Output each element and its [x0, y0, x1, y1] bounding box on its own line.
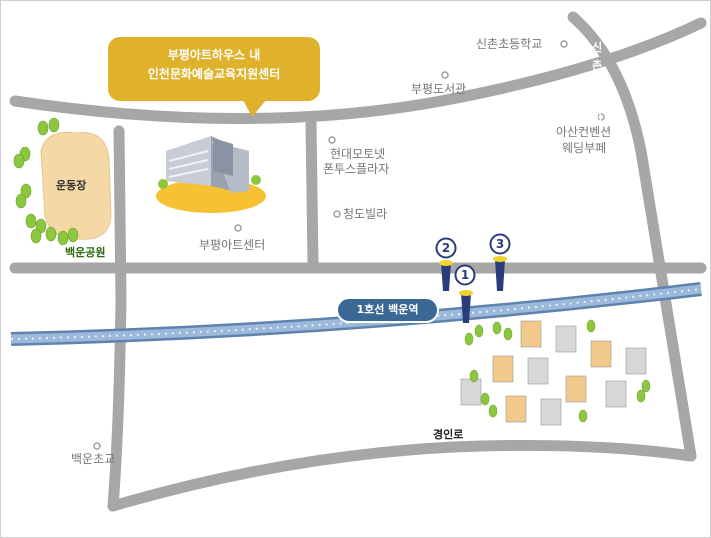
station-name: 1호선 백운역 — [356, 303, 419, 316]
callout-bubble: 부평아트하우스 내 인천문화예술교육지원센터 — [108, 37, 320, 117]
gyeongin-ro-label: 경인로 — [433, 428, 464, 441]
exit-3-number: 3 — [495, 237, 505, 251]
road-sinchon — [567, 11, 697, 462]
road-left-vertical — [107, 125, 127, 512]
road-top-curve — [9, 17, 707, 124]
library-label: 부평도서관 — [411, 82, 467, 96]
asan-label-2: 웨딩부페 — [562, 141, 607, 155]
road-gyeongin — [107, 439, 697, 512]
sinchon-intersection-label: 신 촌 사 거 리 — [590, 39, 604, 129]
exit-1-number: 1 — [460, 268, 470, 282]
station-badge: 1호선 백운역 — [336, 297, 439, 323]
art-house-building — [156, 136, 266, 213]
callout-shape — [108, 37, 320, 117]
sinchon-char-5: 리 — [591, 113, 603, 126]
exit-pillars — [439, 256, 507, 323]
exit-1-badge: 1 — [454, 264, 476, 286]
baekun-school-label: 백운초교 — [71, 452, 116, 466]
sinchon-char-3: 사 — [591, 77, 603, 90]
station-shape — [336, 297, 439, 323]
motonet-label-2: 폰투스플라자 — [323, 162, 390, 176]
road-center-vertical — [305, 117, 319, 270]
sinchon-char-4: 거 — [591, 95, 603, 108]
sinchon-char-2: 촌 — [591, 59, 603, 72]
park — [13, 117, 112, 246]
asan-label-1: 아산컨벤션 — [556, 125, 612, 139]
apartment-complex — [460, 319, 651, 426]
exit-2-badge: 2 — [435, 237, 457, 259]
exit-2-number: 2 — [441, 241, 451, 255]
sinchon-school-label: 신촌초등학교 — [476, 37, 543, 51]
callout-line-2: 인천문화예술교육지원센터 — [147, 67, 281, 81]
park-name-label: 백운공원 — [65, 246, 106, 259]
sinchon-char-1: 신 — [591, 41, 603, 54]
roads — [9, 11, 707, 512]
exit-3-badge: 3 — [489, 233, 511, 255]
art-center-label: 부평아트센터 — [199, 238, 266, 252]
park-field-label: 운동장 — [56, 179, 87, 192]
location-dots — [93, 40, 605, 450]
callout-text: 부평아트하우스 내 인천문화예술교육지원센터 — [108, 46, 320, 84]
motonet-label-1: 현대모토넷 — [330, 147, 386, 161]
villa-label: 청도빌라 — [343, 207, 388, 221]
callout-line-1: 부평아트하우스 내 — [167, 48, 261, 62]
